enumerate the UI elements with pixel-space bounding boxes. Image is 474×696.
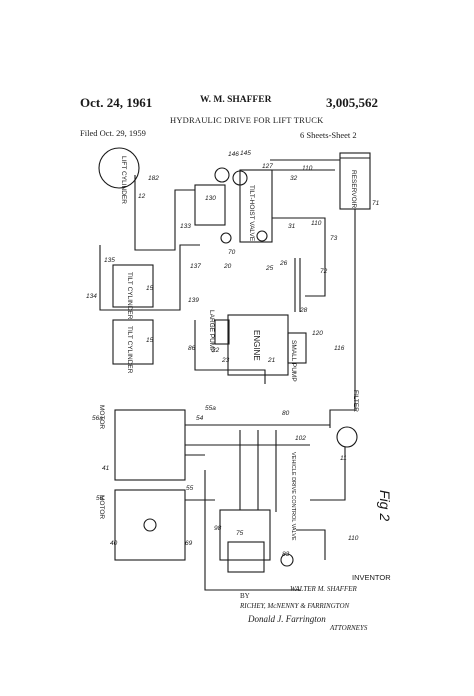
vehicle-drive-valve-label: VEHICLE DRIVE CONTROL VALVE — [290, 452, 296, 541]
ref-80: 80 — [282, 410, 290, 417]
large-pump-label: LARGE PUMP — [208, 310, 215, 353]
sheet-number: 6 Sheets-Sheet 2 — [300, 130, 357, 140]
ref-12: 12 — [138, 193, 146, 200]
small-pump-label: SMALL PUMP — [290, 340, 297, 382]
ref-133: 133 — [180, 223, 191, 230]
ref-110-top: 110 — [302, 165, 313, 172]
tilt-hoist-valve-body — [239, 169, 273, 243]
ref-54: 54 — [196, 415, 204, 422]
ref-72: 72 — [320, 268, 328, 275]
patent-number: 3,005,562 — [326, 95, 378, 110]
lift-cylinder-symbol — [98, 147, 140, 189]
ref-15-upper: 15 — [146, 285, 154, 292]
ref-135: 135 — [104, 257, 115, 264]
figure-label: Fig 2 — [377, 490, 393, 521]
motor-lower-label: MOTOR — [98, 495, 105, 519]
by-label: BY — [240, 592, 250, 600]
ref-110-bottom: 110 — [348, 535, 359, 542]
tilt-hoist-valve-label: TILT-HOIST VALVE — [248, 185, 255, 242]
ref-146: 146 — [228, 151, 239, 158]
lift-cylinder-label: LIFT CYLINDER — [120, 156, 127, 204]
ref-22: 22 — [211, 347, 220, 354]
ref-11: 11 — [340, 455, 347, 462]
tilt-cylinder-lower-label: TILT CYLINDER — [126, 326, 133, 374]
attorney-firm: RICHEY, McNENNY & FARRINGTON — [240, 602, 350, 610]
filter-label: FILTER — [352, 390, 359, 412]
ref-120: 120 — [312, 330, 323, 337]
ref-139: 139 — [188, 297, 199, 304]
ref-20: 20 — [223, 263, 232, 270]
ref-40: 40 — [110, 540, 118, 547]
ref-127: 127 — [262, 163, 273, 170]
ref-55a: 55a — [205, 405, 216, 412]
ref-55: 55 — [186, 485, 194, 492]
ref-56: 56 — [96, 495, 104, 502]
engine-label: ENGINE — [252, 330, 261, 361]
ref-86: 86 — [188, 345, 196, 352]
ref-130: 130 — [205, 195, 216, 202]
ref-83: 83 — [282, 551, 290, 558]
patent-title: HYDRAULIC DRIVE FOR LIFT TRUCK — [170, 115, 324, 125]
motor-lower-body — [114, 489, 186, 561]
attorney-signature: Donald J. Farrington — [248, 614, 326, 624]
ref-23: 23 — [221, 357, 230, 364]
ref-15-lower: 15 — [146, 337, 154, 344]
ref-70: 70 — [228, 249, 236, 256]
motor-upper-body — [114, 409, 186, 481]
ref-182: 182 — [148, 175, 159, 182]
tilt-cylinder-upper-label: TILT CYLINDER — [126, 272, 133, 320]
ref-145: 145 — [240, 150, 251, 157]
inventor-name: WALTER M. SHAFFER — [290, 585, 357, 593]
ref-71: 71 — [372, 200, 380, 207]
ref-137: 137 — [190, 263, 201, 270]
patent-inventor: W. M. SHAFFER — [200, 95, 272, 105]
motor-upper-label: MOTOR — [98, 405, 105, 429]
ref-75: 75 — [236, 530, 244, 537]
ref-98: 98 — [214, 525, 222, 532]
ref-56a: 56a — [92, 415, 103, 422]
ref-41: 41 — [102, 465, 110, 472]
ref-28: 28 — [299, 307, 308, 314]
ref-110-mid: 110 — [311, 220, 322, 227]
patent-date: Oct. 24, 1961 — [80, 95, 153, 110]
ref-73: 73 — [330, 235, 338, 242]
ref-32: 32 — [290, 175, 298, 182]
filed-date: Filed Oct. 29, 1959 — [80, 128, 146, 138]
ref-31: 31 — [288, 223, 296, 230]
tilt-cylinder-lower-body — [112, 319, 154, 365]
tilt-cylinder-upper-body — [112, 264, 154, 308]
ref-116: 116 — [334, 345, 345, 352]
inventor-label: INVENTOR — [352, 573, 391, 582]
vehicle-drive-valve-body — [219, 509, 271, 561]
attorneys-label: ATTORNEYS — [330, 624, 368, 632]
ref-134: 134 — [86, 293, 97, 300]
ref-21: 21 — [267, 357, 276, 364]
reservoir-label: RESERVOIR — [350, 170, 357, 208]
ref-69: 69 — [185, 540, 193, 547]
filter-symbol — [336, 426, 358, 448]
ref-26: 26 — [279, 260, 288, 267]
ref-25: 25 — [265, 265, 274, 272]
ref-102: 102 — [295, 435, 306, 442]
